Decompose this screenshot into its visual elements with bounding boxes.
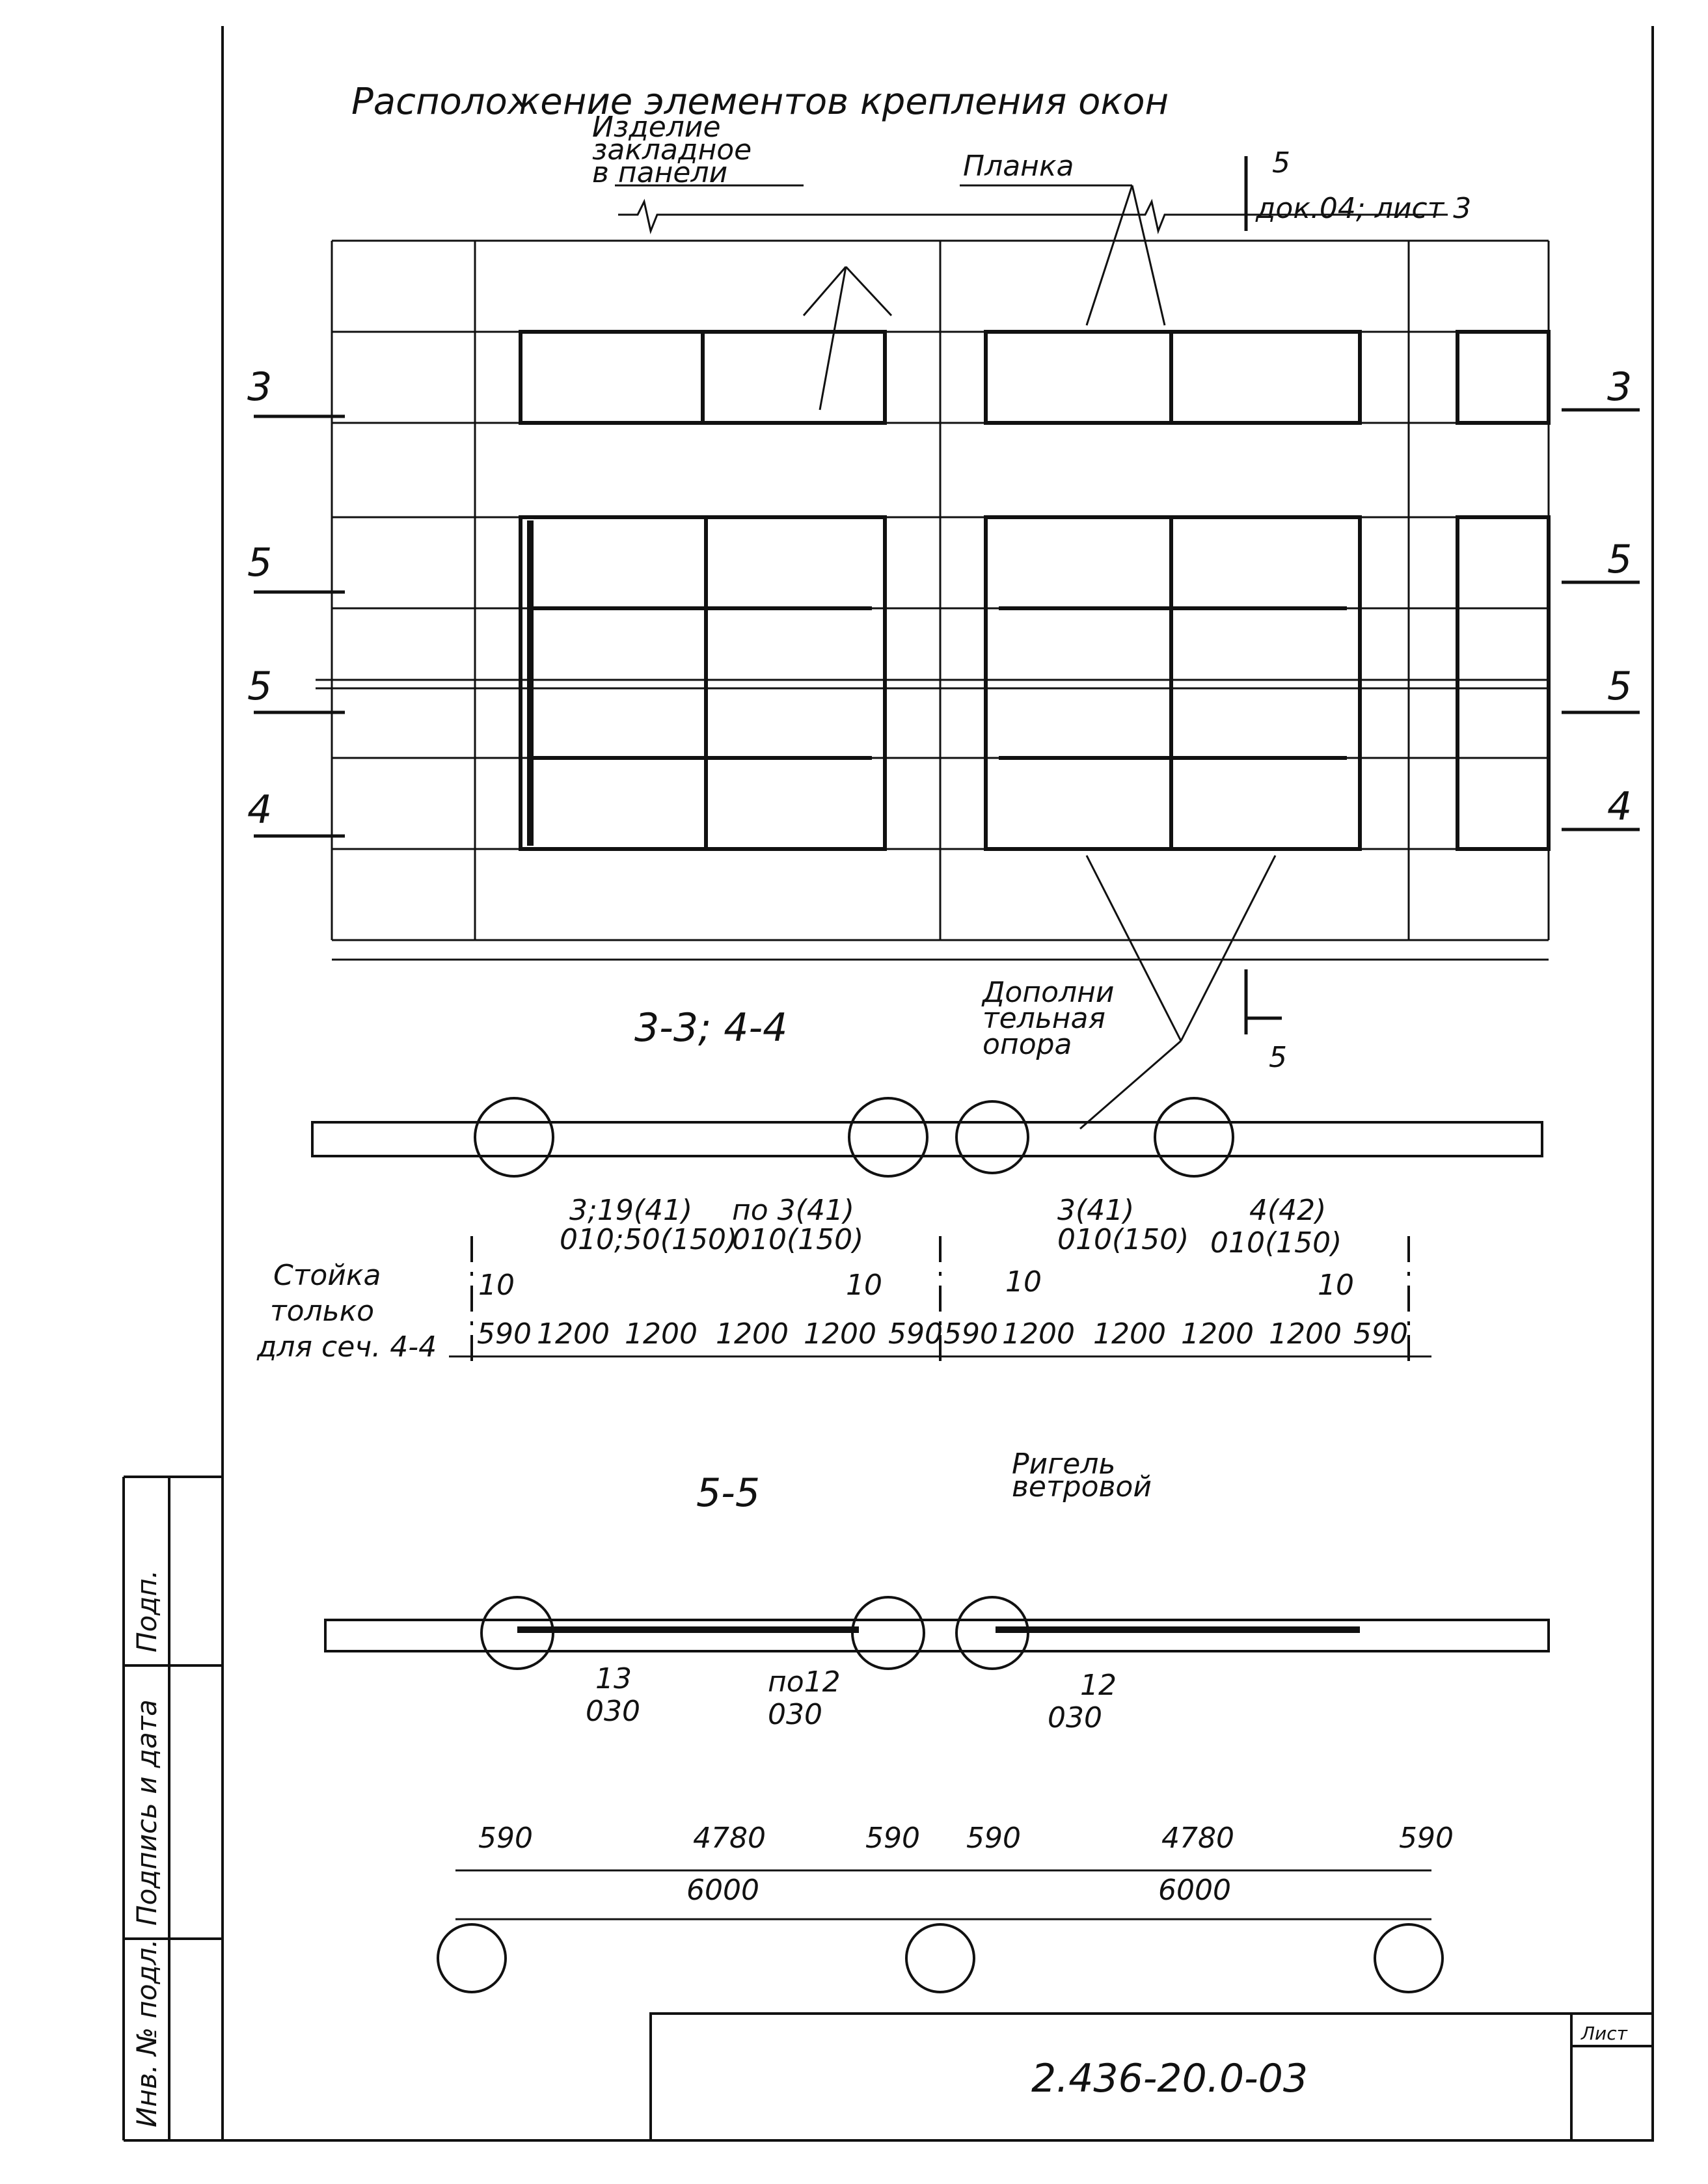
callout-7-bot: 030: [1048, 1701, 1102, 1734]
callout-6-top: по12: [768, 1665, 841, 1699]
leader-lines: [615, 184, 1277, 1130]
cut-label-right-1: 3: [1607, 364, 1632, 410]
drawing-title: Расположение элементов крепления окон: [351, 81, 1169, 123]
label-post-1: Стойка: [273, 1259, 381, 1292]
label-beam-2: ветровой: [1012, 1470, 1152, 1503]
ref-number-lower: 5: [1269, 1041, 1287, 1074]
dim-1-4: 1200: [716, 1317, 789, 1351]
title-block: [649, 2012, 1654, 2142]
dim-2-3: 590: [865, 1822, 920, 1855]
label-embedded-2: закладное: [592, 133, 752, 167]
callout-4-top: 4(42): [1249, 1194, 1326, 1227]
cut-label-right-3: 5: [1607, 664, 1632, 709]
dim-2-5: 4780: [1161, 1822, 1234, 1855]
dim-1-9: 1200: [1093, 1317, 1166, 1351]
side-field-2: Подпись и дата: [131, 1699, 163, 1926]
callout-3-top: 3(41): [1057, 1194, 1134, 1227]
callout-1-top: 3;19(41): [569, 1194, 692, 1227]
callout-7-top: 12: [1080, 1669, 1117, 1702]
cut-label-right-4: 4: [1607, 784, 1632, 829]
section-heading-3-3: 3-3; 4-4: [634, 1005, 787, 1051]
callout-5-top: 13: [595, 1662, 632, 1695]
dim-1-12: 590: [1353, 1317, 1408, 1351]
dim-3-2: 6000: [1158, 1874, 1231, 1907]
label-extra-2: тельная: [983, 1002, 1105, 1035]
document-code: 2.436-20.0-03: [1031, 2056, 1308, 2101]
dim-2-1: 590: [478, 1822, 533, 1855]
section-heading-5-5: 5-5: [696, 1470, 760, 1516]
label-embedded-1: Изделие: [592, 111, 721, 144]
side-field-1: Инв. № подл.: [131, 1939, 163, 2127]
cut-markers: [254, 156, 1640, 1034]
label-plate: Планка: [963, 150, 1074, 183]
label-beam-1: Ригель: [1012, 1448, 1115, 1481]
plan-view: [316, 198, 1550, 961]
dim-1-8: 1200: [1002, 1317, 1075, 1351]
ref-number: 5: [1272, 146, 1290, 180]
dim-2-4: 590: [966, 1822, 1021, 1855]
axis-markers: [437, 1923, 1444, 1993]
callout-5-bot: 030: [586, 1695, 640, 1728]
label-extra-3: опора: [983, 1028, 1072, 1061]
dim-2-6: 590: [1399, 1822, 1454, 1855]
cut-label-left-4: 4: [247, 787, 272, 833]
callout-1-bot: 010;50(150): [560, 1223, 737, 1256]
section-5-5-slab: [324, 1596, 1550, 1670]
ref-doc: док.04; лист 3: [1255, 192, 1471, 225]
gap-a: 10: [478, 1269, 515, 1302]
gap-d: 10: [1318, 1269, 1354, 1302]
dim-2-2: 4780: [693, 1822, 766, 1855]
side-field-3: Подп.: [131, 1570, 163, 1652]
cut-label-left-2: 5: [247, 540, 272, 586]
callout-2-bot: 010(150): [732, 1223, 863, 1256]
callout-6-bot: 030: [768, 1698, 822, 1731]
cut-label-left-1: 3: [247, 364, 272, 410]
label-embedded-3: в панели: [592, 156, 727, 189]
callout-4-bot: 010(150): [1210, 1226, 1342, 1260]
dim-1-5: 1200: [804, 1317, 876, 1351]
dim-1-1: 590: [477, 1317, 532, 1351]
dim-1-2: 1200: [537, 1317, 610, 1351]
label-post-3: для сеч. 4-4: [256, 1330, 437, 1364]
side-strip: [122, 1476, 223, 2142]
dim-1-7: 590: [943, 1317, 998, 1351]
dimension-lines: [449, 1355, 1431, 1921]
section-3-3-slab: [311, 1097, 1543, 1366]
gap-c: 10: [1005, 1265, 1042, 1299]
dim-3-1: 6000: [686, 1874, 759, 1907]
label-extra-1: Дополни: [981, 976, 1114, 1009]
label-post-2: только: [270, 1295, 374, 1328]
dim-1-6: 590: [888, 1317, 943, 1351]
cut-label-left-3: 5: [247, 664, 272, 709]
callout-2-top: по 3(41): [732, 1194, 854, 1227]
window-frames: [519, 330, 1551, 851]
dim-1-10: 1200: [1181, 1317, 1254, 1351]
cut-label-right-2: 5: [1607, 537, 1632, 582]
dim-1-11: 1200: [1269, 1317, 1342, 1351]
gap-b: 10: [846, 1269, 882, 1302]
callout-3-bot: 010(150): [1057, 1223, 1189, 1256]
dim-1-3: 1200: [625, 1317, 698, 1351]
sheet-label: Лист: [1580, 2023, 1628, 2044]
